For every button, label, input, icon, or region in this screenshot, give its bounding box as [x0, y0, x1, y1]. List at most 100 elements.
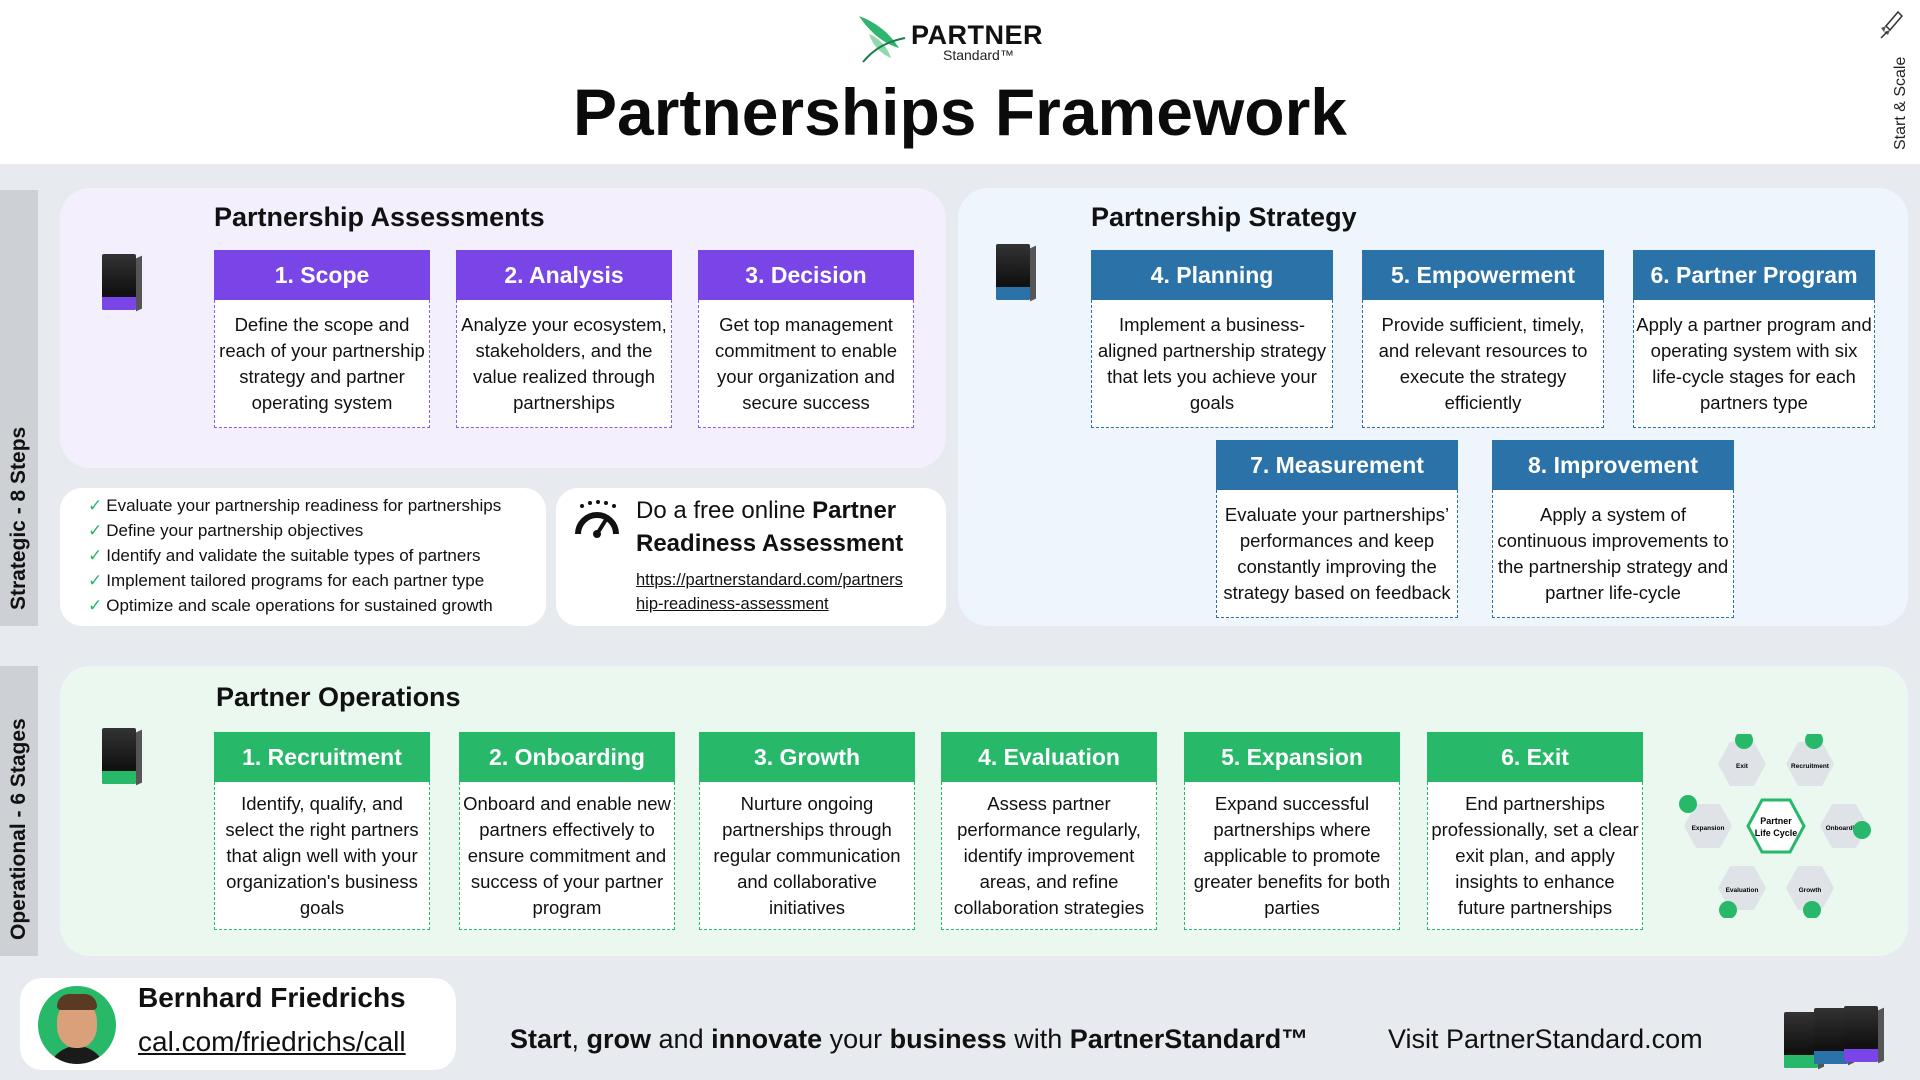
onboarding-card-title: 2. Onboarding: [459, 732, 675, 782]
planning-card[interactable]: 4. Planning Implement a business-aligned…: [1091, 250, 1333, 428]
lifecycle-center: Partner Life Cycle: [1746, 798, 1806, 854]
product-books-icon: [1784, 1006, 1884, 1070]
svg-text:Recruitment: Recruitment: [1791, 763, 1830, 770]
checkmark-icon: ✓: [88, 496, 103, 515]
partner-program-card-body: Apply a partner program and operating sy…: [1633, 300, 1875, 428]
logo-wordmark: PARTNER: [911, 20, 1044, 50]
evaluation-card-title: 4. Evaluation: [941, 732, 1157, 782]
measurement-card[interactable]: 7. Measurement Evaluate your partnership…: [1216, 440, 1458, 618]
analysis-card[interactable]: 2. Analysis Analyze your ecosystem, stak…: [456, 250, 672, 428]
svg-text:Evaluation: Evaluation: [1726, 887, 1759, 894]
operations-book-icon: [102, 728, 142, 786]
improvement-card[interactable]: 8. Improvement Apply a system of continu…: [1492, 440, 1734, 618]
checkmark-icon: ✓: [88, 546, 103, 565]
partner-lifecycle-diagram: Exit Recruitment Onboarding Growth Evalu…: [1679, 734, 1871, 918]
assessments-panel: Partnership Assessments 1. Scope Define …: [60, 188, 946, 468]
header: PARTNER Standard™ Partnerships Framework…: [0, 0, 1920, 164]
empowerment-card[interactable]: 5. Empowerment Provide sufficient, timel…: [1362, 250, 1604, 428]
exit-stage-icon: [1735, 734, 1753, 749]
recruitment-card-title: 1. Recruitment: [214, 732, 430, 782]
measurement-card-body: Evaluate your partnerships’ performances…: [1216, 490, 1458, 618]
svg-text:Life Cycle: Life Cycle: [1755, 828, 1798, 838]
checklist-item: ✓Identify and validate the suitable type…: [88, 546, 481, 565]
svg-text:Exit: Exit: [1736, 763, 1749, 770]
exit-card-body: End partnerships professionally, set a c…: [1427, 782, 1643, 930]
checklist-panel: ✓Evaluate your partnership readiness for…: [60, 488, 546, 626]
partner-program-card[interactable]: 6. Partner Program Apply a partner progr…: [1633, 250, 1875, 428]
lifecycle-green-arcs: [1679, 734, 1871, 918]
svg-text:Growth: Growth: [1799, 887, 1822, 894]
page-title: Partnerships Framework: [573, 75, 1347, 149]
logo-subtitle: Standard™: [943, 47, 1014, 63]
scope-card-title: 1. Scope: [214, 250, 430, 300]
svg-text:Expansion: Expansion: [1692, 825, 1725, 832]
checkmark-icon: ✓: [88, 521, 103, 540]
evaluation-card[interactable]: 4. Evaluation Assess partner performance…: [941, 732, 1157, 930]
speedometer-icon: [575, 500, 619, 538]
checkmark-icon: ✓: [88, 571, 103, 590]
partnerstandard-logo[interactable]: PARTNER Standard™: [855, 14, 1075, 68]
lifecycle-hex-recruitment: Recruitment: [1786, 742, 1834, 786]
exit-card[interactable]: 6. Exit End partnerships professionally,…: [1427, 732, 1643, 930]
decision-card-body: Get top management commitment to enable …: [698, 300, 914, 428]
expansion-card-title: 5. Expansion: [1184, 732, 1400, 782]
rocket-icon: [1880, 10, 1904, 39]
improvement-card-title: 8. Improvement: [1492, 440, 1734, 490]
assessment-book-icon: [102, 254, 142, 312]
recruitment-card-body: Identify, qualify, and select the right …: [214, 782, 430, 930]
recruitment-stage-icon: [1805, 734, 1823, 749]
assessments-title: Partnership Assessments: [214, 202, 545, 232]
strategy-panel: Partnership Strategy 4. Planning Impleme…: [958, 188, 1908, 626]
svg-text:Onboarding: Onboarding: [1826, 825, 1863, 832]
onboarding-card[interactable]: 2. Onboarding Onboard and enable new par…: [459, 732, 675, 930]
checklist-item: ✓Implement tailored programs for each pa…: [88, 571, 485, 590]
author-booking-link[interactable]: cal.com/friedrichs/call: [138, 1026, 406, 1057]
lifecycle-hex-exit: Exit: [1718, 742, 1766, 786]
empowerment-card-title: 5. Empowerment: [1362, 250, 1604, 300]
author-card: Bernhard Friedrichs cal.com/friedrichs/c…: [20, 978, 456, 1070]
lifecycle-hex-expansion: Expansion: [1684, 804, 1732, 848]
strategy-title: Partnership Strategy: [1091, 202, 1357, 232]
growth-stage-icon: [1803, 901, 1821, 918]
operational-side-label: Operational - 6 Stages: [7, 718, 30, 940]
onboarding-stage-icon: [1853, 821, 1871, 839]
planning-card-title: 4. Planning: [1091, 250, 1333, 300]
evaluation-stage-icon: [1719, 901, 1737, 918]
author-name: Bernhard Friedrichs: [138, 982, 406, 1013]
checklist-item: ✓Define your partnership objectives: [88, 521, 364, 540]
expansion-card-body: Expand successful partnerships where app…: [1184, 782, 1400, 930]
checklist-item: ✓Evaluate your partnership readiness for…: [88, 496, 502, 515]
checkmark-icon: ✓: [88, 596, 103, 615]
empowerment-card-body: Provide sufficient, timely, and relevant…: [1362, 300, 1604, 428]
growth-card[interactable]: 3. Growth Nurture ongoing partnerships t…: [699, 732, 915, 930]
strategy-book-icon: [996, 244, 1036, 302]
lifecycle-hex-growth: Growth: [1786, 866, 1834, 910]
decision-card-title: 3. Decision: [698, 250, 914, 300]
lifecycle-hex-evaluation: Evaluation: [1718, 866, 1766, 910]
exit-card-title: 6. Exit: [1427, 732, 1643, 782]
recruitment-card[interactable]: 1. Recruitment Identify, qualify, and se…: [214, 732, 430, 930]
planning-card-body: Implement a business-aligned partnership…: [1091, 300, 1333, 428]
visit-website-link[interactable]: Visit PartnerStandard.com: [1388, 1024, 1703, 1054]
side-tag: Start & Scale: [1872, 10, 1909, 150]
decision-card[interactable]: 3. Decision Get top management commitmen…: [698, 250, 914, 428]
partner-program-card-title: 6. Partner Program: [1633, 250, 1875, 300]
growth-card-body: Nurture ongoing partnerships through reg…: [699, 782, 915, 930]
analysis-card-body: Analyze your ecosystem, stakeholders, an…: [456, 300, 672, 428]
side-tag-text: Start & Scale: [1892, 56, 1909, 150]
checklist-item: ✓Optimize and scale operations for susta…: [88, 596, 493, 615]
operations-panel: Partner Operations 1. Recruitment Identi…: [60, 666, 1908, 956]
strategic-side-bar: Strategic - 8 Steps: [0, 190, 38, 626]
expansion-card[interactable]: 5. Expansion Expand successful partnersh…: [1184, 732, 1400, 930]
scope-card-body: Define the scope and reach of your partn…: [214, 300, 430, 428]
measurement-card-title: 7. Measurement: [1216, 440, 1458, 490]
evaluation-card-body: Assess partner performance regularly, id…: [941, 782, 1157, 930]
operations-title: Partner Operations: [216, 682, 461, 712]
onboarding-card-body: Onboard and enable new partners effectiv…: [459, 782, 675, 930]
scope-card[interactable]: 1. Scope Define the scope and reach of y…: [214, 250, 430, 428]
lifecycle-hex-onboarding: Onboarding: [1820, 804, 1868, 848]
expansion-stage-icon: [1679, 795, 1697, 813]
